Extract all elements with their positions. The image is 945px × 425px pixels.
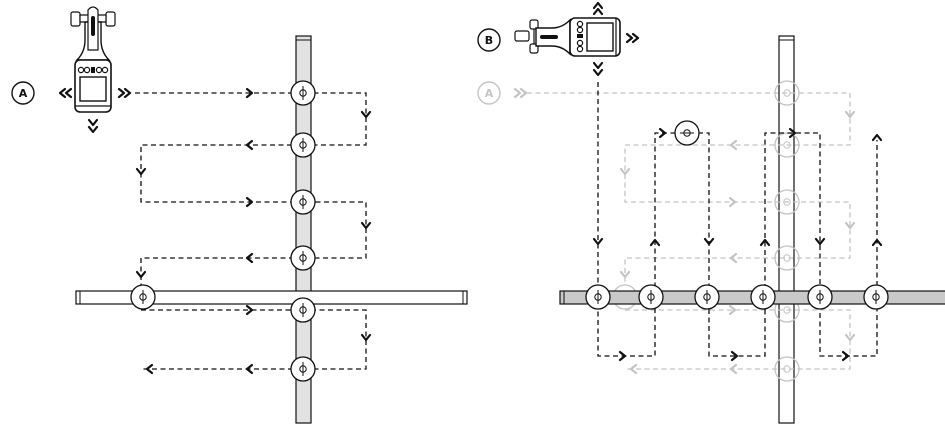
pipe-marker-icon: [774, 245, 800, 271]
pipe-marker-icon: [290, 297, 316, 323]
chevron-right-icon: [728, 196, 737, 208]
pipe-marker-icon: [290, 80, 316, 106]
chevron-down-icon: [592, 61, 604, 70]
pipe-marker-icon: [694, 284, 720, 310]
direction-chevrons: [592, 127, 883, 362]
panel-b-label: B: [485, 34, 493, 47]
panel-b: A: [477, 1, 945, 424]
panel-a-label: A: [19, 87, 28, 100]
chevron-right-icon: [513, 87, 522, 99]
faded-markers: [612, 80, 800, 382]
pipe-marker-icon: [774, 189, 800, 215]
pipe-markers: [585, 120, 889, 310]
pipe-marker-icon: [750, 284, 776, 310]
chevron-down-icon: [592, 68, 604, 77]
chevron-up-icon: [592, 7, 604, 16]
pipe-marker-icon: [674, 120, 700, 146]
chevron-right-icon: [631, 32, 640, 44]
chevron-left-icon: [145, 363, 154, 375]
horizontal-pipe: [75, 290, 468, 305]
panel-a: A: [11, 6, 468, 424]
faded-a-label: A: [485, 87, 494, 100]
chevron-right-icon: [519, 87, 528, 99]
pipe-marker-icon: [290, 245, 316, 271]
pipe-markers: [130, 80, 316, 382]
chevron-left-icon: [629, 363, 638, 375]
pipe-marker-icon: [807, 284, 833, 310]
chevron-right-icon: [117, 87, 126, 99]
locator-device-icon: [70, 6, 116, 113]
chevron-up-icon: [592, 1, 604, 10]
panel-a-badge: A: [11, 81, 35, 105]
chevron-up-icon: [871, 133, 883, 142]
pipe-marker-icon: [774, 132, 800, 158]
pipe-marker-icon: [638, 284, 664, 310]
pipe-marker-icon: [290, 356, 316, 382]
faded-a-badge: A: [477, 81, 501, 105]
pipe-marker-icon: [774, 356, 800, 382]
pipe-marker-icon: [290, 132, 316, 158]
chevron-down-icon: [135, 167, 147, 176]
chevron-left-icon: [58, 87, 67, 99]
locator-device-icon: [514, 17, 621, 57]
chevron-down-icon: [87, 118, 99, 127]
chevron-right-icon: [625, 32, 634, 44]
chevron-right-icon: [123, 87, 132, 99]
chevron-left-icon: [729, 139, 738, 151]
direction-chevrons: [135, 87, 372, 375]
pipe-marker-icon: [863, 284, 889, 310]
traverse-path: [135, 92, 367, 370]
pipe-marker-icon: [774, 80, 800, 106]
pipe-marker-icon: [130, 284, 156, 310]
chevron-down-icon: [87, 125, 99, 134]
pipe-marker-icon: [290, 189, 316, 215]
pipe-marker-icon: [585, 284, 611, 310]
vertical-pipe: [295, 35, 312, 424]
traverse-path: [597, 82, 878, 357]
chevron-down-icon: [135, 270, 147, 279]
vertical-pipe: [778, 35, 795, 424]
faded-reference-path: [527, 92, 851, 370]
chevron-left-icon: [64, 87, 73, 99]
panel-b-badge: B: [477, 28, 501, 52]
